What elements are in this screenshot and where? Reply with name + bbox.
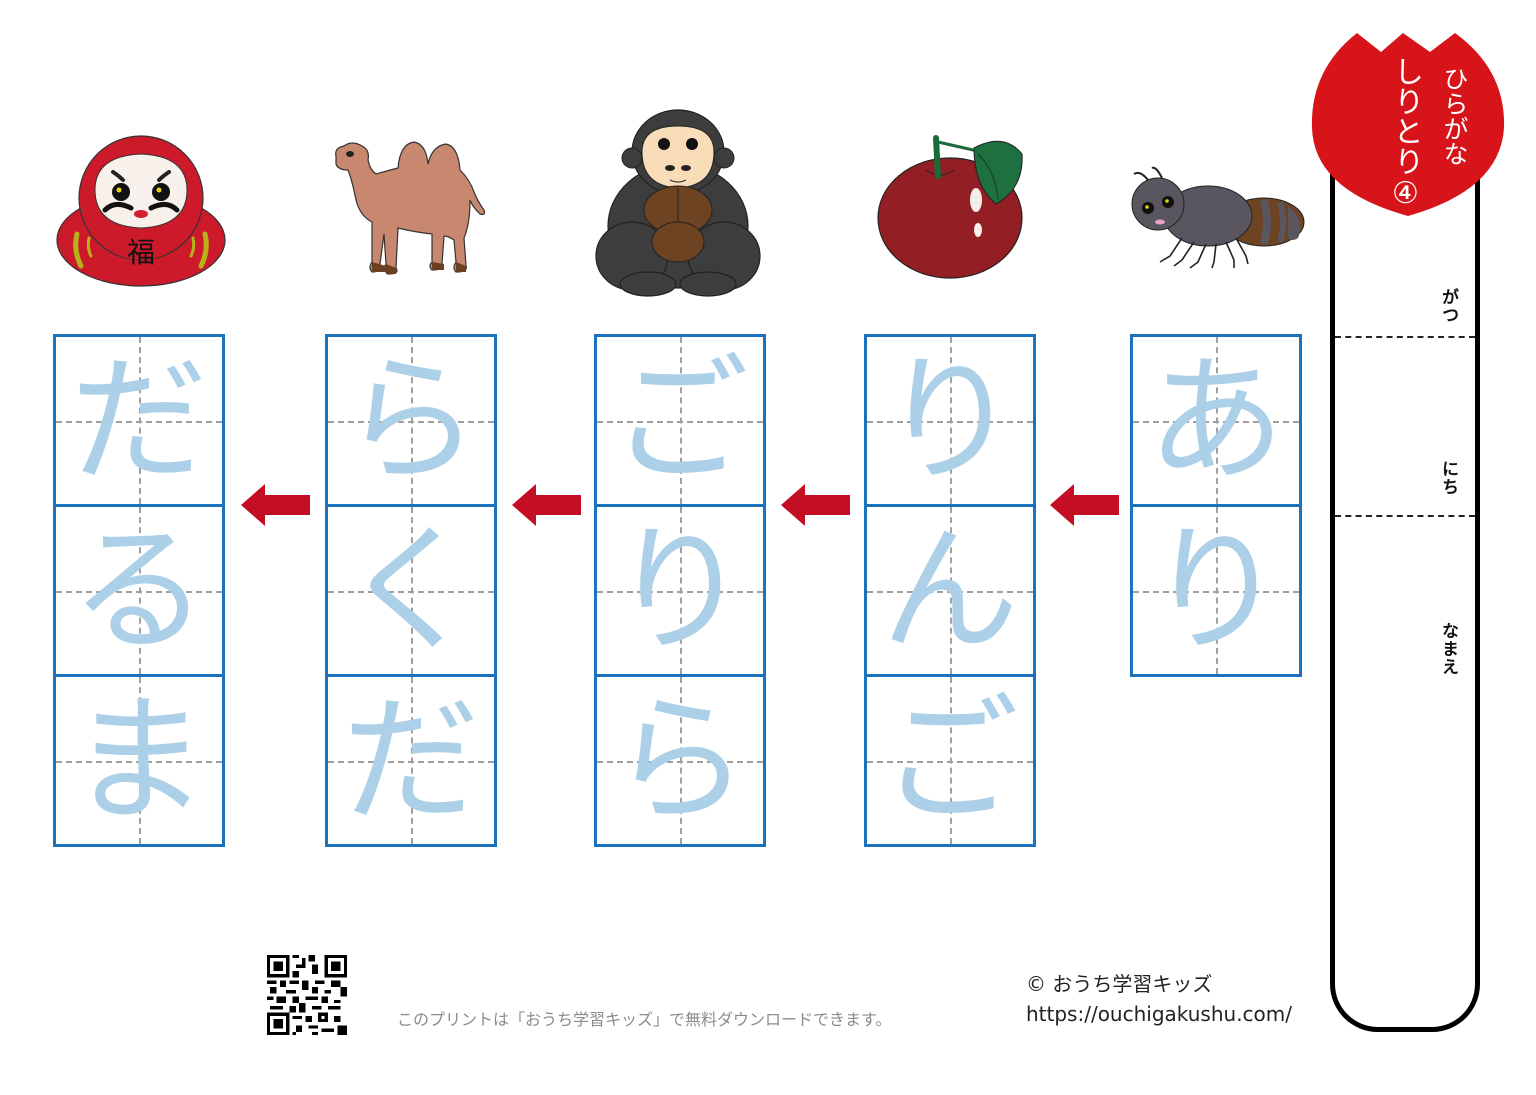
writing-cell[interactable]: だ — [53, 334, 225, 507]
word-column-ringo: り ん ご — [864, 334, 1036, 847]
day-label: にち — [1438, 460, 1458, 496]
trace-kana: り — [610, 509, 749, 671]
arrow-left-icon — [781, 484, 850, 526]
qr-code-icon[interactable] — [266, 955, 348, 1035]
writing-cell[interactable]: あ — [1130, 334, 1302, 507]
month-label: がつ — [1438, 288, 1458, 324]
writing-cell[interactable]: ら — [325, 334, 497, 507]
writing-cell[interactable]: り — [1130, 504, 1302, 677]
word-column-gorira: ご り ら — [594, 334, 766, 847]
trace-kana: ら — [610, 679, 749, 841]
name-field[interactable] — [1335, 520, 1475, 1020]
ant-illustration — [1112, 162, 1306, 274]
arrow-left-icon — [512, 484, 581, 526]
writing-cell[interactable]: り — [594, 504, 766, 677]
gorilla-illustration — [592, 106, 764, 298]
divider — [1335, 336, 1475, 338]
writing-cell[interactable]: ま — [53, 674, 225, 847]
name-label: なまえ — [1438, 622, 1458, 676]
guide-line — [56, 420, 222, 423]
word-column-daruma: だ る ま — [53, 334, 225, 847]
guide-line — [867, 590, 1033, 593]
writing-cell[interactable]: ら — [594, 674, 766, 847]
writing-cell[interactable]: ご — [594, 334, 766, 507]
guide-line — [1133, 420, 1299, 423]
trace-kana: り — [1146, 509, 1285, 671]
guide-line — [328, 760, 494, 763]
writing-cell[interactable]: だ — [325, 674, 497, 847]
camel-illustration — [328, 130, 490, 278]
trace-kana: ご — [610, 339, 749, 501]
guide-line — [1133, 590, 1299, 593]
trace-kana: る — [69, 509, 208, 671]
trace-kana: だ — [69, 339, 208, 501]
trace-kana: ら — [341, 339, 480, 501]
guide-line — [56, 590, 222, 593]
copyright: © おうち学習キッズ — [1026, 972, 1213, 996]
word-column-rakuda: ら く だ — [325, 334, 497, 847]
apple-illustration — [874, 130, 1026, 280]
writing-cell[interactable]: ん — [864, 504, 1036, 677]
title-hiragana: ひらがな — [1440, 66, 1469, 166]
guide-line — [328, 590, 494, 593]
tulip-badge: ひらがな しりとり④ — [1310, 30, 1506, 218]
arrow-left-icon — [1050, 484, 1119, 526]
svg-text:福: 福 — [127, 236, 155, 269]
trace-kana: ご — [880, 679, 1019, 841]
guide-line — [867, 420, 1033, 423]
trace-kana: ん — [880, 509, 1019, 671]
writing-cell[interactable]: る — [53, 504, 225, 677]
title-shiritori: しりとり④ — [1388, 56, 1423, 211]
guide-line — [597, 420, 763, 423]
trace-kana: だ — [341, 679, 480, 841]
writing-cell[interactable]: ご — [864, 674, 1036, 847]
guide-line — [867, 760, 1033, 763]
word-column-ari: あ り — [1130, 334, 1302, 677]
trace-kana: あ — [1146, 339, 1285, 501]
name-date-strip: がつ にち なまえ — [1330, 160, 1480, 1032]
writing-cell[interactable]: り — [864, 334, 1036, 507]
writing-cell[interactable]: く — [325, 504, 497, 677]
trace-kana: く — [341, 509, 480, 671]
trace-kana: り — [880, 339, 1019, 501]
site-url-link[interactable]: https://ouchigakushu.com/ — [1026, 1002, 1293, 1026]
daruma-illustration: 福 — [55, 128, 227, 288]
download-note: このプリントは「おうち学習キッズ」で無料ダウンロードできます。 — [397, 1010, 892, 1029]
divider — [1335, 515, 1475, 517]
guide-line — [328, 420, 494, 423]
day-field[interactable] — [1335, 340, 1475, 510]
guide-line — [597, 760, 763, 763]
guide-line — [597, 590, 763, 593]
trace-kana: ま — [69, 679, 208, 841]
guide-line — [56, 760, 222, 763]
arrow-left-icon — [241, 484, 310, 526]
